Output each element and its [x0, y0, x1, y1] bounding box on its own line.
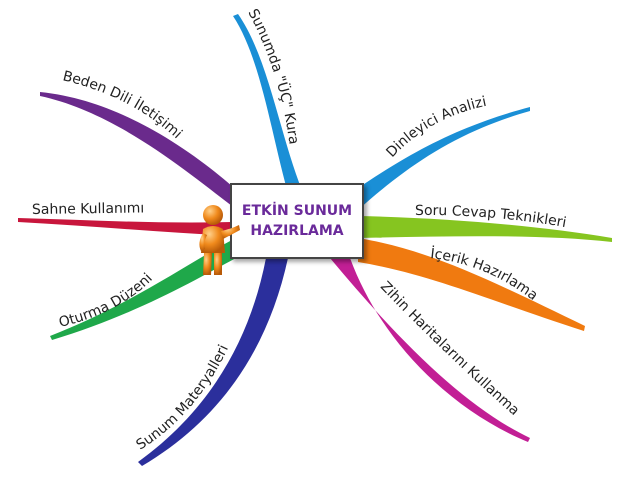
presenter-figure-icon — [195, 203, 241, 277]
branch-label-sahne: Sahne Kullanımı — [32, 200, 145, 218]
central-topic: ETKİN SUNUM HAZIRLAMA — [230, 183, 364, 259]
central-topic-title: ETKİN SUNUM HAZIRLAMA — [242, 201, 352, 241]
